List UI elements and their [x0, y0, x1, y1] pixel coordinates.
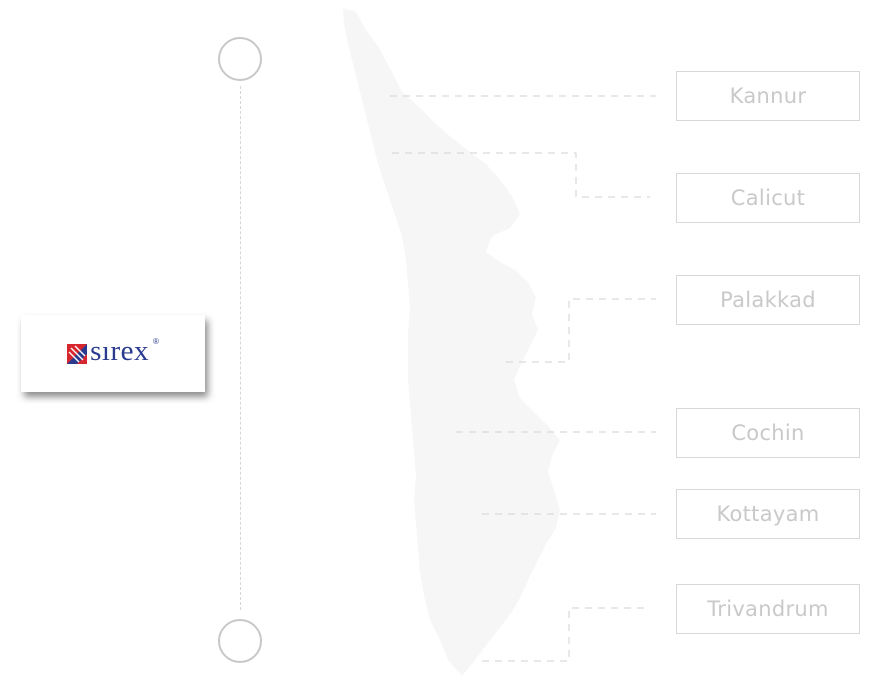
sirex-wordmark: sırex: [90, 335, 149, 367]
registered-mark: ®: [152, 337, 159, 346]
location-box-trivandrum: Trivandrum: [676, 584, 860, 634]
location-box-cochin: Cochin: [676, 408, 860, 458]
connectors: [390, 95, 656, 662]
location-box-palakkad: Palakkad: [676, 275, 860, 325]
connector-trivandrum: [482, 607, 650, 662]
sirex-logo-mark-icon: [67, 343, 88, 364]
connector-palakkad: [506, 298, 656, 363]
location-box-kannur: Kannur: [676, 71, 860, 121]
timeline-start-node: [218, 37, 262, 81]
location-box-kottayam: Kottayam: [676, 489, 860, 539]
timeline-end-node: [218, 619, 262, 663]
timeline-line: [240, 86, 241, 610]
sirex-logo: sırex ®: [67, 335, 159, 368]
kerala-map-shape: [343, 8, 560, 676]
location-box-calicut: Calicut: [676, 173, 860, 223]
sirex-logo-card: sırex ®: [21, 315, 205, 392]
connector-calicut: [392, 152, 650, 198]
